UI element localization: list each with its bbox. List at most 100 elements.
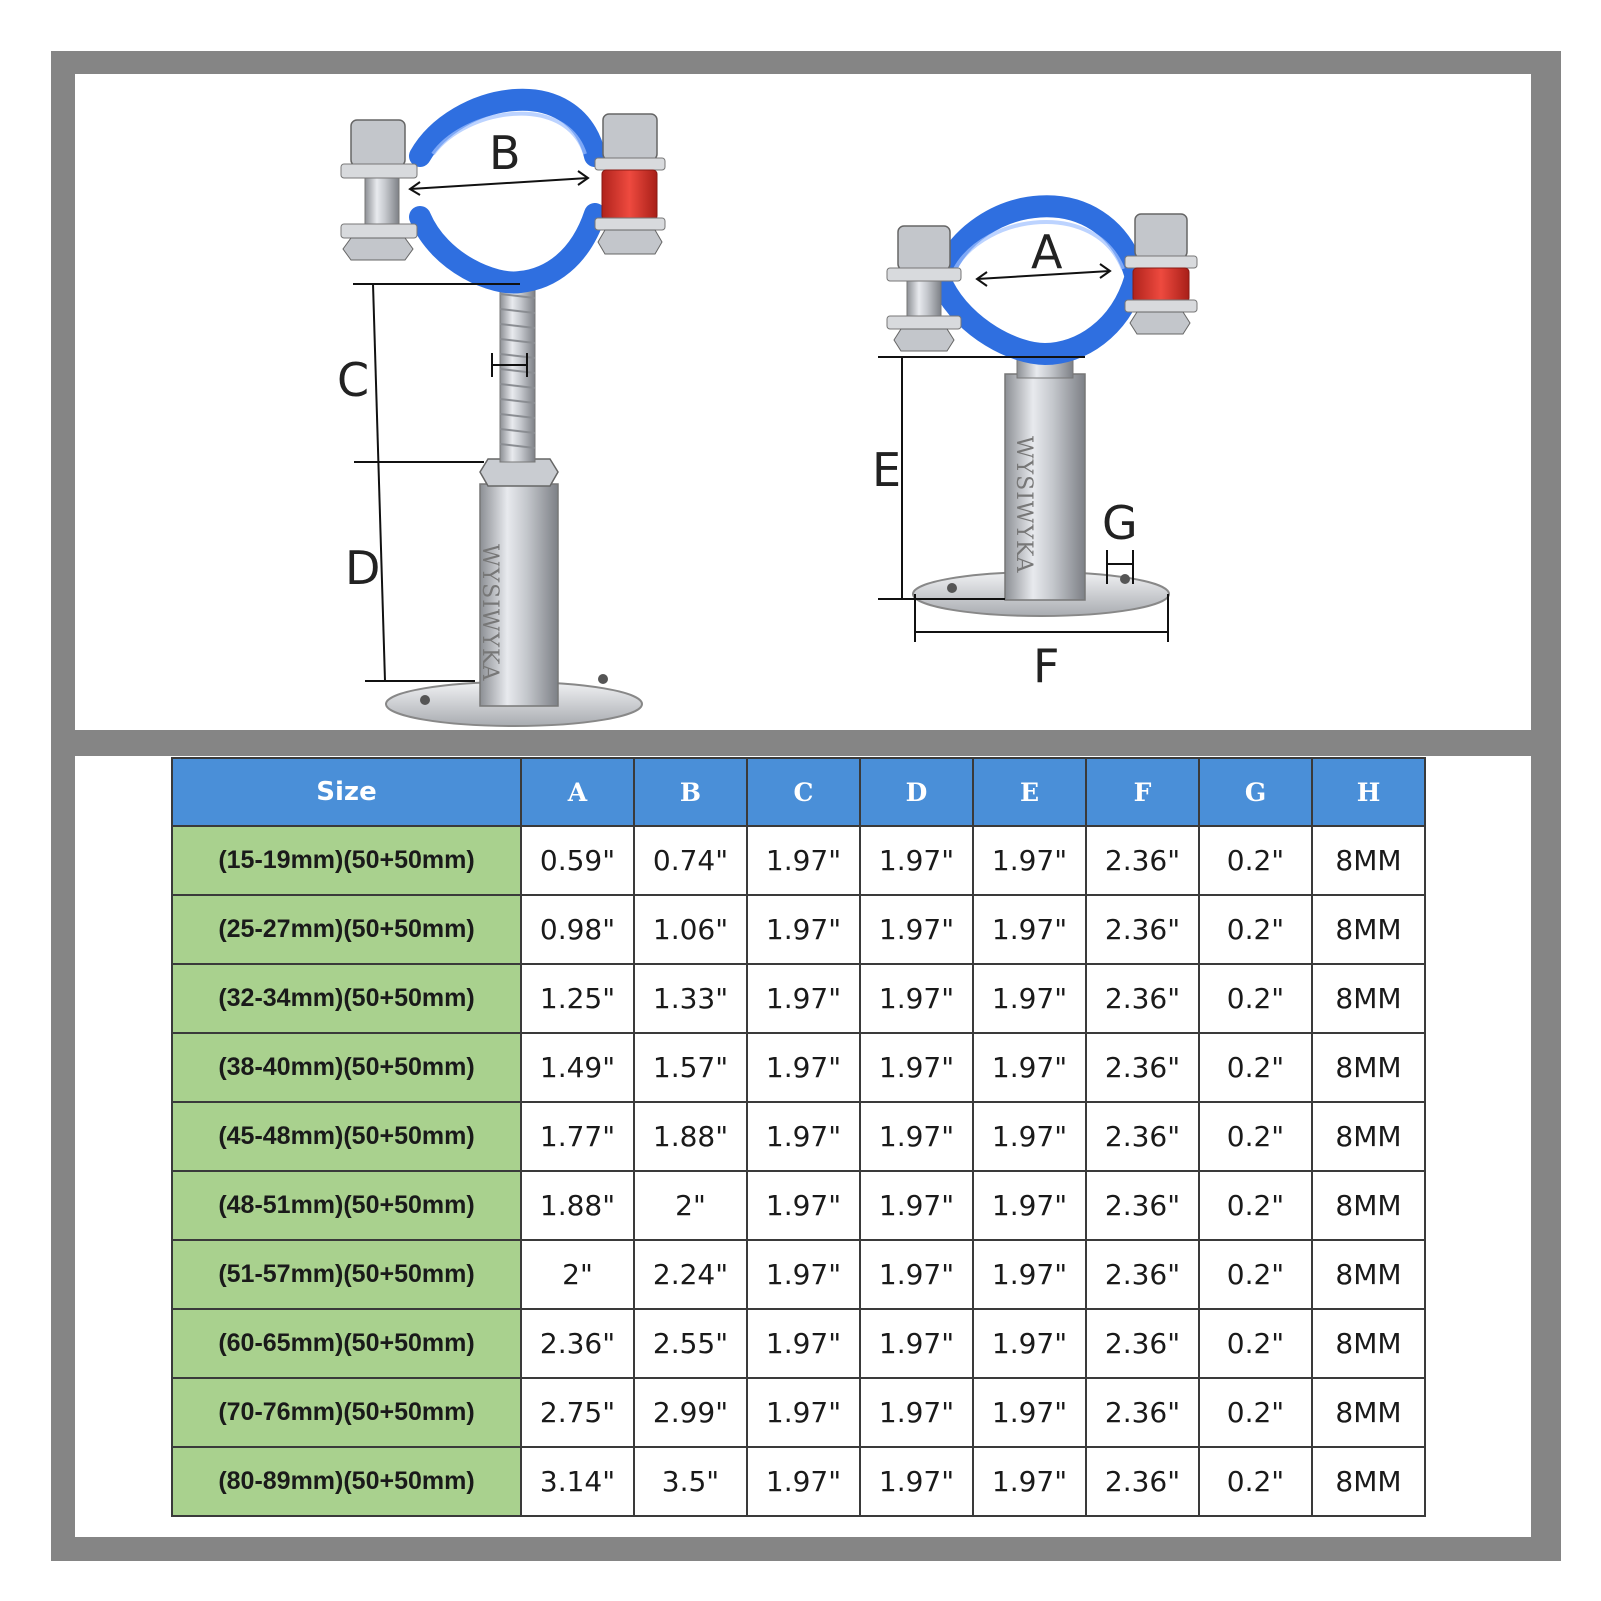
cell-g: 0.2" xyxy=(1198,963,1313,1034)
cell-size: (70-76mm)(50+50mm) xyxy=(171,1377,522,1448)
cell-h: 8MM xyxy=(1311,894,1426,965)
cell-d: 1.97" xyxy=(859,1239,974,1310)
cell-d: 1.97" xyxy=(859,963,974,1034)
table-row: (15-19mm)(50+50mm)0.59"0.74"1.97"1.97"1.… xyxy=(171,825,1426,896)
cell-g: 0.2" xyxy=(1198,1239,1313,1310)
cell-d: 1.97" xyxy=(859,1308,974,1379)
cell-size: (48-51mm)(50+50mm) xyxy=(171,1170,522,1241)
table-row: (45-48mm)(50+50mm)1.77"1.88"1.97"1.97"1.… xyxy=(171,1101,1426,1172)
cell-h: 8MM xyxy=(1311,1446,1426,1517)
cell-c: 1.97" xyxy=(746,1446,861,1517)
cell-size: (51-57mm)(50+50mm) xyxy=(171,1239,522,1310)
header-h: H xyxy=(1311,757,1426,827)
table-row: (32-34mm)(50+50mm)1.25"1.33"1.97"1.97"1.… xyxy=(171,963,1426,1034)
cell-f: 2.36" xyxy=(1085,1308,1200,1379)
cell-f: 2.36" xyxy=(1085,1377,1200,1448)
cell-f: 2.36" xyxy=(1085,894,1200,965)
cell-a: 3.14" xyxy=(520,1446,635,1517)
header-e: E xyxy=(972,757,1087,827)
right-dimension-lines xyxy=(878,263,1169,642)
header-d: D xyxy=(859,757,974,827)
cell-d: 1.97" xyxy=(859,1446,974,1517)
header-c: C xyxy=(746,757,861,827)
cell-f: 2.36" xyxy=(1085,825,1200,896)
label-a: A xyxy=(1031,225,1063,279)
cell-b: 2" xyxy=(633,1170,748,1241)
cell-f: 2.36" xyxy=(1085,1446,1200,1517)
cell-e: 1.97" xyxy=(972,1101,1087,1172)
cell-a: 0.59" xyxy=(520,825,635,896)
cell-b: 1.88" xyxy=(633,1101,748,1172)
header-size: Size xyxy=(171,757,522,827)
label-f: F xyxy=(1033,639,1059,693)
cell-c: 1.97" xyxy=(746,1377,861,1448)
cell-e: 1.97" xyxy=(972,1032,1087,1103)
cell-h: 8MM xyxy=(1311,1170,1426,1241)
cell-h: 8MM xyxy=(1311,1377,1426,1448)
cell-d: 1.97" xyxy=(859,1170,974,1241)
cell-c: 1.97" xyxy=(746,1170,861,1241)
cell-e: 1.97" xyxy=(972,1377,1087,1448)
table-row: (60-65mm)(50+50mm)2.36"2.55"1.97"1.97"1.… xyxy=(171,1308,1426,1379)
size-table: Size A B C D E F G H (15-19mm)(50+50mm)0… xyxy=(171,757,1426,1517)
cell-f: 2.36" xyxy=(1085,1032,1200,1103)
cell-a: 0.98" xyxy=(520,894,635,965)
cell-b: 3.5" xyxy=(633,1446,748,1517)
cell-g: 0.2" xyxy=(1198,1377,1313,1448)
cell-b: 1.06" xyxy=(633,894,748,965)
dimension-diagram: WYSIWYKA xyxy=(337,88,1198,727)
cell-g: 0.2" xyxy=(1198,1101,1313,1172)
cell-h: 8MM xyxy=(1311,825,1426,896)
cell-c: 1.97" xyxy=(746,963,861,1034)
left-pipe-clamp: WYSIWYKA xyxy=(340,88,666,727)
cell-g: 0.2" xyxy=(1198,1032,1313,1103)
cell-d: 1.97" xyxy=(859,1377,974,1448)
cell-e: 1.97" xyxy=(972,1239,1087,1310)
cell-h: 8MM xyxy=(1311,1032,1426,1103)
cell-e: 1.97" xyxy=(972,1170,1087,1241)
cell-b: 0.74" xyxy=(633,825,748,896)
header-b: B xyxy=(633,757,748,827)
cell-a: 2.75" xyxy=(520,1377,635,1448)
cell-e: 1.97" xyxy=(972,1308,1087,1379)
dimension-diagram-panel: WYSIWYKA xyxy=(75,74,1531,730)
header-f: F xyxy=(1085,757,1200,827)
right-brand-text: WYSIWYKA xyxy=(1011,436,1036,574)
cell-e: 1.97" xyxy=(972,963,1087,1034)
cell-f: 2.36" xyxy=(1085,963,1200,1034)
cell-a: 1.49" xyxy=(520,1032,635,1103)
table-row: (51-57mm)(50+50mm)2"2.24"1.97"1.97"1.97"… xyxy=(171,1239,1426,1310)
cell-b: 2.55" xyxy=(633,1308,748,1379)
cell-size: (45-48mm)(50+50mm) xyxy=(171,1101,522,1172)
cell-h: 8MM xyxy=(1311,1308,1426,1379)
cell-c: 1.97" xyxy=(746,1101,861,1172)
table-row: (25-27mm)(50+50mm)0.98"1.06"1.97"1.97"1.… xyxy=(171,894,1426,965)
cell-c: 1.97" xyxy=(746,1308,861,1379)
label-g: G xyxy=(1102,496,1138,550)
cell-h: 8MM xyxy=(1311,1101,1426,1172)
cell-size: (80-89mm)(50+50mm) xyxy=(171,1446,522,1517)
cell-c: 1.97" xyxy=(746,1239,861,1310)
left-brand-text: WYSIWYKA xyxy=(477,544,502,682)
cell-g: 0.2" xyxy=(1198,1446,1313,1517)
cell-b: 1.33" xyxy=(633,963,748,1034)
cell-c: 1.97" xyxy=(746,825,861,896)
cell-h: 8MM xyxy=(1311,1239,1426,1310)
table-header-row: Size A B C D E F G H xyxy=(171,757,1426,827)
cell-d: 1.97" xyxy=(859,894,974,965)
table-row: (48-51mm)(50+50mm)1.88"2"1.97"1.97"1.97"… xyxy=(171,1170,1426,1241)
header-a: A xyxy=(520,757,635,827)
cell-e: 1.97" xyxy=(972,1446,1087,1517)
cell-b: 2.99" xyxy=(633,1377,748,1448)
cell-size: (38-40mm)(50+50mm) xyxy=(171,1032,522,1103)
cell-a: 2" xyxy=(520,1239,635,1310)
cell-b: 2.24" xyxy=(633,1239,748,1310)
cell-h: 8MM xyxy=(1311,963,1426,1034)
cell-size: (25-27mm)(50+50mm) xyxy=(171,894,522,965)
table-row: (38-40mm)(50+50mm)1.49"1.57"1.97"1.97"1.… xyxy=(171,1032,1426,1103)
label-d: D xyxy=(345,541,380,595)
cell-d: 1.97" xyxy=(859,825,974,896)
cell-c: 1.97" xyxy=(746,894,861,965)
cell-f: 2.36" xyxy=(1085,1170,1200,1241)
cell-e: 1.97" xyxy=(972,894,1087,965)
